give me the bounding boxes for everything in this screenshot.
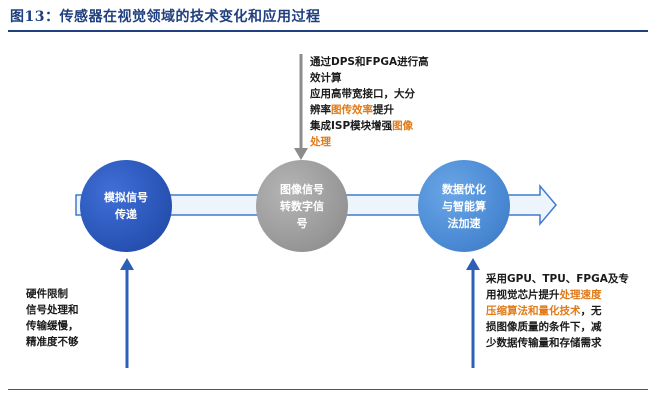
note-top-line: 集成ISP模块增强	[310, 120, 393, 132]
note-top-highlight: 图传效率	[331, 104, 373, 116]
up-arrow-left-head	[120, 258, 134, 270]
note-right-line: ，无	[580, 305, 602, 317]
note-top-highlight: 图像	[392, 120, 414, 132]
down-arrow-head	[294, 148, 308, 160]
note-top-line: 提升	[373, 104, 394, 116]
title-rule	[8, 30, 648, 32]
node-analog-signal: 模拟信号 传递	[80, 160, 172, 252]
note-top-line: 效计算	[310, 72, 342, 84]
note-top-line: 通过DPS和FPGA进行高	[310, 56, 429, 68]
note-right-highlight: 处理速度	[559, 289, 602, 301]
bottom-rule	[8, 389, 648, 390]
note-right-line: 用视觉芯片提升	[486, 289, 560, 301]
note-right: 采用GPU、TPU、FPGA及专 用视觉芯片提升处理速度 压缩算法和量化技术，无…	[486, 271, 636, 351]
note-left: 硬件限制 信号处理和 传输缓慢， 精准度不够	[26, 288, 79, 348]
note-right-line: 少数据传输量和存储需求	[486, 337, 602, 349]
note-right-highlight: 压缩算法和量化技术	[486, 305, 581, 317]
note-right-line: 损图像质量的条件下，减	[486, 321, 602, 333]
note-top-line: 应用高带宽接口，大分	[310, 88, 415, 100]
note-top-line: 辨率	[310, 104, 331, 116]
node-digital-conversion: 图像信号 转数字信 号	[256, 160, 348, 252]
node-smart-algorithm: 数据优化 与智能算 法加速	[418, 160, 510, 252]
note-top: 通过DPS和FPGA进行高 效计算 应用高带宽接口，大分 辨率图传效率提升 集成…	[310, 54, 438, 150]
note-right-line: 采用GPU、TPU、FPGA及专	[486, 273, 629, 285]
up-arrow-right-head	[466, 258, 480, 270]
figure-title: 图13：传感器在视觉领域的技术变化和应用过程	[10, 9, 321, 25]
note-top-highlight: 处理	[310, 136, 331, 148]
